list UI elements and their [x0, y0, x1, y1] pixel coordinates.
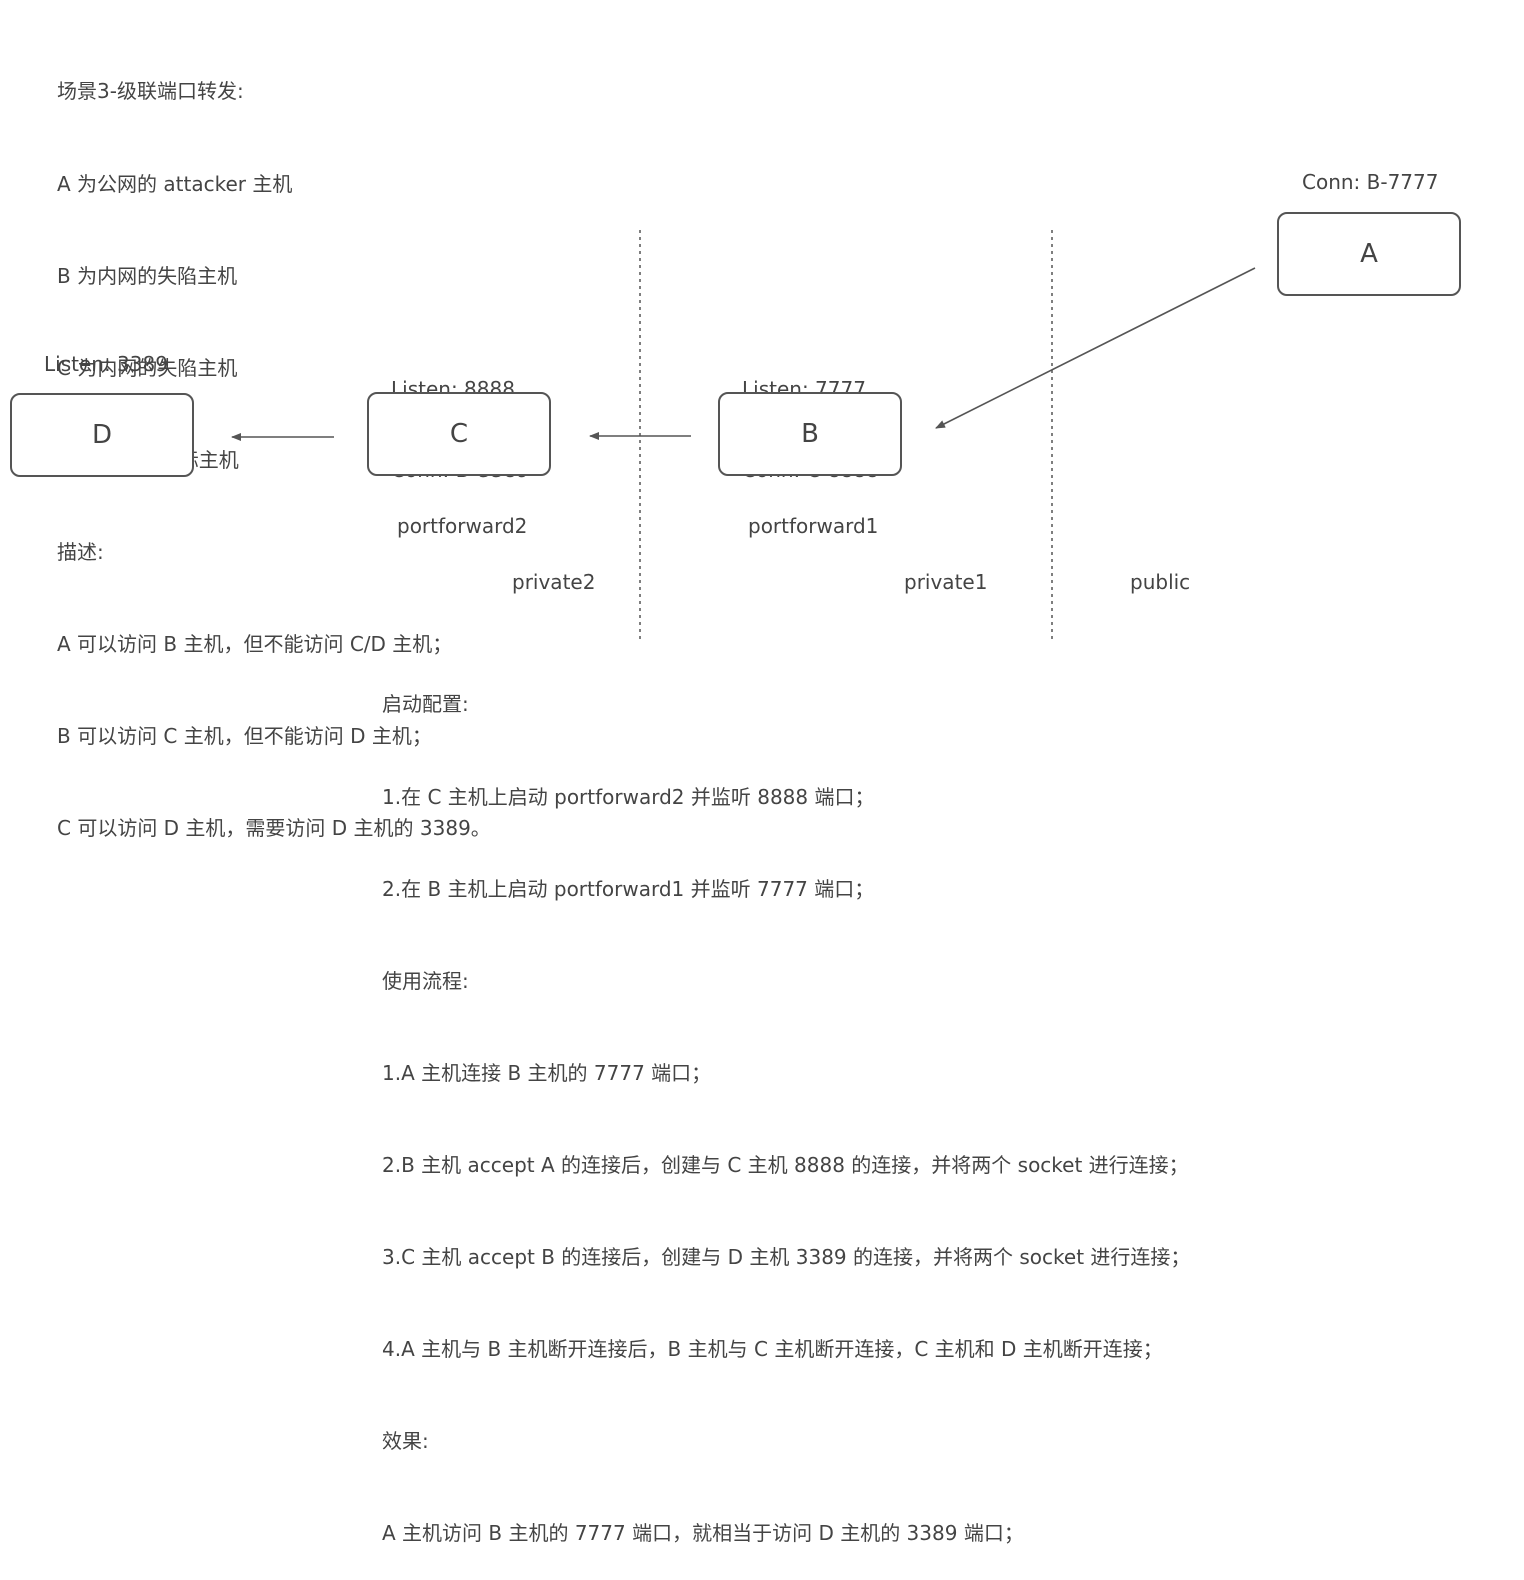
scenario-line: B 为内网的失陷主机: [57, 263, 238, 288]
node-a-note: Conn: B-7777: [1302, 170, 1439, 194]
node-c-label: C: [449, 419, 469, 449]
scenario-line: A 为公网的 attacker 主机: [57, 171, 293, 196]
scenario-description: 场景3-级联端口转发: A 为公网的 attacker 主机 B 为内网的失陷主…: [57, 15, 491, 875]
scenario-line: A 可以访问 B 主机，但不能访问 C/D 主机；: [57, 632, 453, 657]
scenario-line: C 为内网的失陷主机: [57, 355, 238, 380]
zone-private1-label: private1: [904, 570, 988, 594]
instructions-line: 3.C 主机 accept B 的连接后，创建与 D 主机 3389 的连接，并…: [382, 1245, 1191, 1270]
instructions-line: 2.B 主机 accept A 的连接后，创建与 C 主机 8888 的连接，并…: [382, 1152, 1189, 1177]
node-b-tool: portforward1: [748, 514, 879, 538]
instructions: 启动配置: 1.在 C 主机上启动 portforward2 并监听 8888 …: [382, 628, 1190, 1580]
node-c: C: [367, 392, 551, 476]
node-a: A: [1277, 212, 1461, 296]
node-a-label: A: [1360, 239, 1378, 269]
node-c-tool: portforward2: [397, 514, 528, 538]
instructions-heading-startup: 启动配置:: [382, 692, 469, 717]
scenario-line: 描述:: [57, 539, 104, 564]
zone-public-label: public: [1130, 570, 1191, 594]
arrow-a-to-b: [935, 267, 1256, 429]
scenario-title: 场景3-级联端口转发:: [57, 79, 244, 104]
instructions-heading-usage: 使用流程:: [382, 968, 469, 993]
instructions-line: A 主机访问 B 主机的 7777 端口，就相当于访问 D 主机的 3389 端…: [382, 1521, 1024, 1546]
scenario-line: B 可以访问 C 主机，但不能访问 D 主机；: [57, 724, 432, 749]
node-b: B: [718, 392, 902, 476]
zone-private2-label: private2: [512, 570, 596, 594]
node-d-note: Listen: 3389: [44, 352, 168, 376]
connector-layer: [231, 230, 1256, 643]
scenario-line: C 可以访问 D 主机，需要访问 D 主机的 3389。: [57, 816, 491, 841]
instructions-line: 1.在 C 主机上启动 portforward2 并监听 8888 端口；: [382, 784, 875, 809]
node-d-label: D: [91, 420, 113, 450]
instructions-line: 1.A 主机连接 B 主机的 7777 端口；: [382, 1060, 712, 1085]
instructions-line: 4.A 主机与 B 主机断开连接后，B 主机与 C 主机断开连接，C 主机和 D…: [382, 1337, 1163, 1362]
instructions-heading-effect: 效果:: [382, 1429, 429, 1454]
node-d: D: [10, 393, 194, 477]
instructions-line: 2.在 B 主机上启动 portforward1 并监听 7777 端口；: [382, 876, 875, 901]
node-b-label: B: [801, 419, 819, 449]
